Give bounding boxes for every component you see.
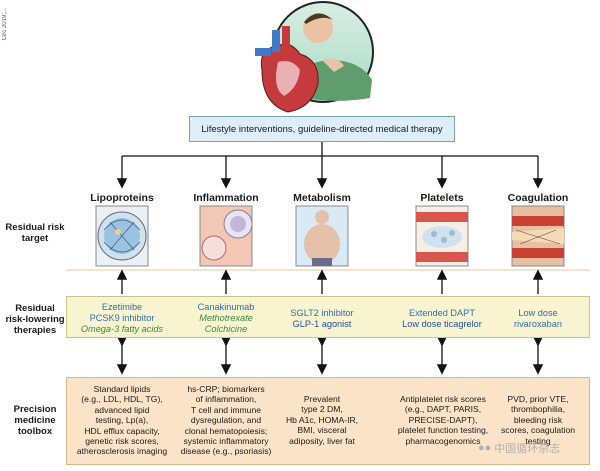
row-label-toolbox: Precision medicine toolbox [13, 404, 57, 437]
therapy-item: Colchicine [204, 324, 248, 334]
toolbox-line: Antiplatelet risk scores [400, 394, 486, 404]
toolbox-line: testing, Lp(a), [95, 415, 149, 426]
toolbox-line: testing [525, 435, 551, 446]
lifestyle-box: Lifestyle interventions, guideline-direc… [189, 116, 455, 142]
toolbox-band [66, 377, 590, 465]
therapies-band [66, 296, 590, 338]
watermark: ●● 中国循环杂志 [478, 440, 560, 456]
row-label-therapies: Residual risk-lowering therapies [5, 303, 65, 336]
row-label-target: Residual risk target [5, 222, 65, 244]
heart-illustration [255, 26, 319, 113]
toolbox-line: type 2 DM, [301, 404, 343, 415]
toolbox-line: dysregulation, and [190, 415, 262, 426]
column-title-lipoproteins: Lipoproteins [90, 192, 154, 204]
platelets-image [415, 205, 469, 267]
watermark-text: 中国循环杂志 [494, 443, 561, 455]
toolbox-line: systemic inflammatory [183, 436, 269, 447]
toolbox-line: PRECISE-DAPT), [408, 414, 478, 425]
toolbox-line: PVD, prior VTE, [507, 394, 569, 404]
toolbox-line: (e.g., DAPT, PARIS, [404, 404, 482, 415]
toolbox-line: hs-CRP; biomarkers [187, 384, 265, 394]
toolbox-line: T cell and immune [190, 404, 262, 415]
column-title-coagulation: Coagulation [507, 192, 569, 204]
toolbox-line: adiposity, liver fat [289, 435, 355, 446]
toolbox-line: pharmacogenomics [405, 435, 481, 446]
column-title-inflammation: Inflammation [193, 192, 259, 204]
toolbox-line: scores, coagulation [500, 425, 576, 436]
therapy-item: Canakinumab [197, 302, 255, 312]
toolbox-line: atherosclerosis imaging [76, 446, 168, 457]
toolbox-line: thrombophilia, [511, 404, 565, 415]
wechat-icon: ●● [478, 442, 492, 454]
column-title-platelets: Platelets [420, 192, 464, 204]
therapy-item: rivaroxaban [513, 319, 562, 329]
toolbox-line: genetic risk scores, [85, 436, 159, 447]
inflammation-image [199, 205, 253, 267]
toolbox-cell-inflammation: hs-CRP; biomarkers of inflammation, T ce… [170, 384, 282, 457]
therapy-item: Ezetimibe [101, 302, 143, 312]
toolbox-line: BMI, visceral [297, 425, 347, 436]
toolbox-line: Prevalent [303, 394, 341, 404]
therapy-item: PCSK9 inhibitor [89, 313, 155, 323]
metabolism-image [295, 205, 349, 267]
toolbox-line: (e.g., LDL, HDL, TG), [81, 394, 163, 405]
toolbox-cell-lipoproteins: Standard lipids (e.g., LDL, HDL, TG), ad… [66, 384, 178, 457]
therapy-cell-inflammation: Canakinumab Methotrexate Colchicine [171, 302, 281, 335]
toolbox-line: disease (e.g., psoriasis) [180, 446, 272, 457]
column-title-metabolism: Metabolism [293, 192, 351, 204]
toolbox-cell-metabolism: Prevalent type 2 DM, Hb A1c, HOMA-IR, BM… [266, 394, 378, 446]
lipoprotein-image [95, 205, 149, 267]
toolbox-line: bleeding risk [513, 414, 563, 425]
toolbox-cell-coagulation: PVD, prior VTE, thrombophilia, bleeding … [484, 394, 592, 446]
coagulation-image [511, 205, 565, 267]
toolbox-line: HDL efflux capacity, [84, 425, 160, 436]
therapy-item: Low dose ticagrelor [402, 319, 482, 329]
therapy-item: Low dose [518, 308, 558, 318]
toolbox-line: Hb A1c, HOMA-IR, [285, 414, 359, 425]
toolbox-line: advanced lipid [94, 404, 150, 415]
therapy-item: Methotrexate [199, 313, 253, 323]
therapy-cell-platelets: Extended DAPT Low dose ticagrelor [387, 308, 497, 330]
toolbox-line: of inflammation, [195, 394, 257, 405]
therapy-item: GLP-1 agonist [292, 319, 352, 329]
therapy-cell-coagulation: Low dose rivaroxaban [483, 308, 593, 330]
toolbox-line: clonal hematopoiesis; [184, 425, 268, 436]
side-margin-text: Circ 2019;... [2, 8, 8, 41]
toolbox-line: platelet function testing, [397, 425, 489, 436]
therapy-cell-lipoproteins: Ezetimibe PCSK9 inhibitor Omega-3 fatty … [67, 302, 177, 335]
toolbox-cell-platelets: Antiplatelet risk scores (e.g., DAPT, PA… [384, 394, 502, 446]
toolbox-line: Standard lipids [93, 384, 151, 394]
therapy-item: Extended DAPT [409, 308, 475, 318]
therapy-cell-metabolism: SGLT2 inhibitor GLP-1 agonist [267, 308, 377, 330]
therapy-item: Omega-3 fatty acids [80, 324, 164, 334]
therapy-item: SGLT2 inhibitor [290, 308, 354, 318]
